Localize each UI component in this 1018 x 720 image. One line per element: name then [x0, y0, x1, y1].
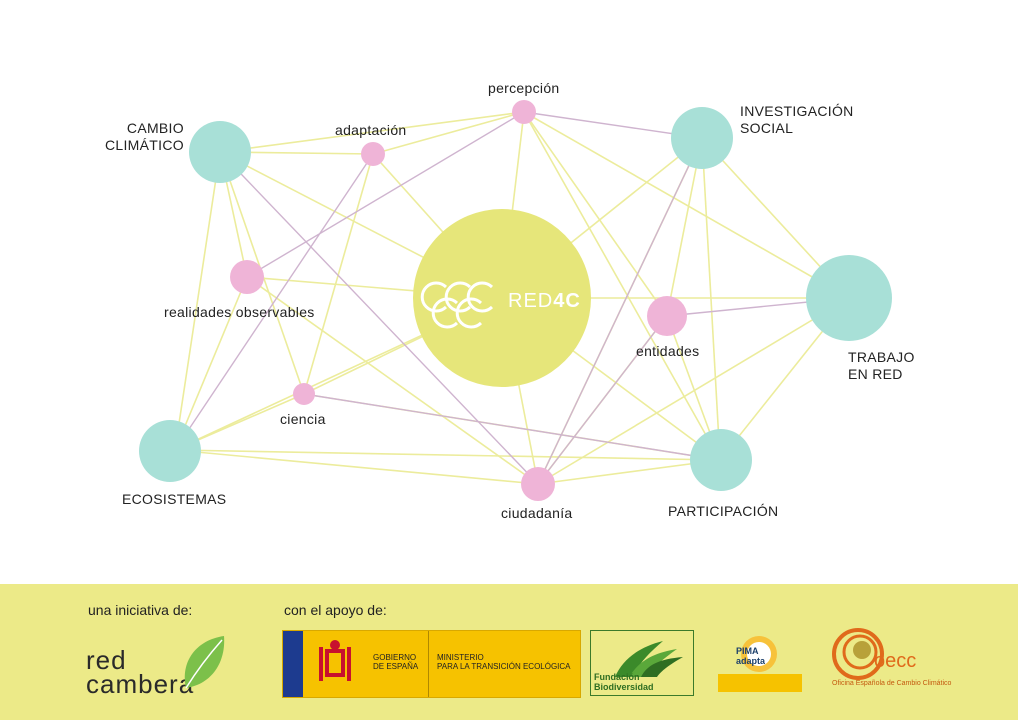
edge [174, 276, 248, 451]
node-adaptacion [361, 142, 385, 166]
label-cambio-climatico: CAMBIO CLIMÁTICO [105, 120, 184, 153]
edge [537, 459, 721, 485]
fundacion-biodiversidad-logo: Fundación Biodiversidad [590, 630, 694, 696]
red-cambera-logo-text: red cambera [86, 645, 195, 699]
label-entidades: entidades [636, 343, 700, 359]
oecc-logo: oecc Oficina Española de Cambio Climátic… [830, 624, 952, 704]
initiative-label: una iniciativa de: [88, 602, 193, 618]
fundacion-text: Fundación Biodiversidad [594, 672, 654, 692]
pima-strip [718, 674, 802, 692]
node-participacion [690, 429, 752, 491]
leaf-icon [184, 636, 225, 689]
oecc-text: oecc [874, 650, 917, 672]
red-cambera-logo: red cambera [86, 636, 226, 710]
edge [372, 111, 525, 155]
label-ecosistemas: ECOSISTEMAS [122, 491, 227, 507]
node-ecosistemas [139, 420, 201, 482]
network-diagram: RED4C CAMBIO CLIMÁTICO INVESTIGACIÓN SOC… [105, 80, 915, 521]
footer: una iniciativa de: con el apoyo de: red … [0, 584, 1018, 720]
gobierno-text: GOBIERNO DE ESPAÑA [373, 653, 419, 671]
node-ciudadania [521, 467, 555, 501]
edge [174, 449, 721, 461]
gobierno-espana-logo: GOBIERNO DE ESPAÑA MINISTERIO PARA LA TR… [282, 630, 581, 698]
node-realidades [230, 260, 264, 294]
label-adaptacion: adaptación [335, 122, 407, 138]
center-text-bold: 4C [553, 290, 581, 312]
support-label: con el apoyo de: [284, 602, 387, 618]
edge [303, 153, 374, 395]
edge [537, 297, 850, 485]
node-investigacion-social [671, 107, 733, 169]
edge [523, 111, 721, 461]
label-realidades: realidades observables [164, 304, 315, 320]
grass-icon [615, 641, 683, 677]
edge [537, 315, 668, 485]
label-investigacion-social: INVESTIGACIÓN SOCIAL [740, 103, 854, 136]
ministerio-text: MINISTERIO PARA LA TRANSICIÓN ECOLÓGICA [437, 653, 571, 671]
center-text: RED [508, 290, 554, 312]
pima-adapta-logo: PIMA adapta [716, 630, 802, 696]
oecc-rings-icon [832, 628, 884, 680]
edge [246, 276, 539, 485]
edge [219, 111, 525, 153]
sun-icon [741, 636, 777, 672]
pima-text: PIMA adapta [736, 646, 766, 666]
node-cambio-climatico [189, 121, 251, 183]
divider [428, 631, 429, 697]
edge [523, 111, 668, 317]
center-logo-icon [420, 281, 494, 329]
edge [174, 153, 374, 451]
node-entidades [647, 296, 687, 336]
edge [174, 449, 539, 485]
oecc-subtext: Oficina Española de Cambio Climático [832, 680, 952, 687]
label-trabajo-en-red: TRABAJO EN RED [848, 349, 915, 382]
center-title: RED4C [508, 290, 581, 313]
edge [701, 137, 721, 461]
eu-flag-icon [283, 631, 303, 697]
label-ciencia: ciencia [280, 411, 326, 427]
edge [219, 151, 539, 485]
label-ciudadania: ciudadanía [501, 505, 573, 521]
edge [303, 393, 721, 461]
edge [523, 111, 850, 299]
edge [246, 111, 525, 278]
edge [174, 151, 221, 451]
node-percepcion [512, 100, 536, 124]
coat-of-arms-icon [319, 640, 351, 681]
center-node [413, 209, 591, 387]
edge [537, 137, 703, 485]
node-trabajo-en-red [806, 255, 892, 341]
label-percepcion: percepción [488, 80, 560, 96]
node-ciencia [293, 383, 315, 405]
label-participacion: PARTICIPACIÓN [668, 503, 779, 519]
network-graph [139, 100, 892, 501]
